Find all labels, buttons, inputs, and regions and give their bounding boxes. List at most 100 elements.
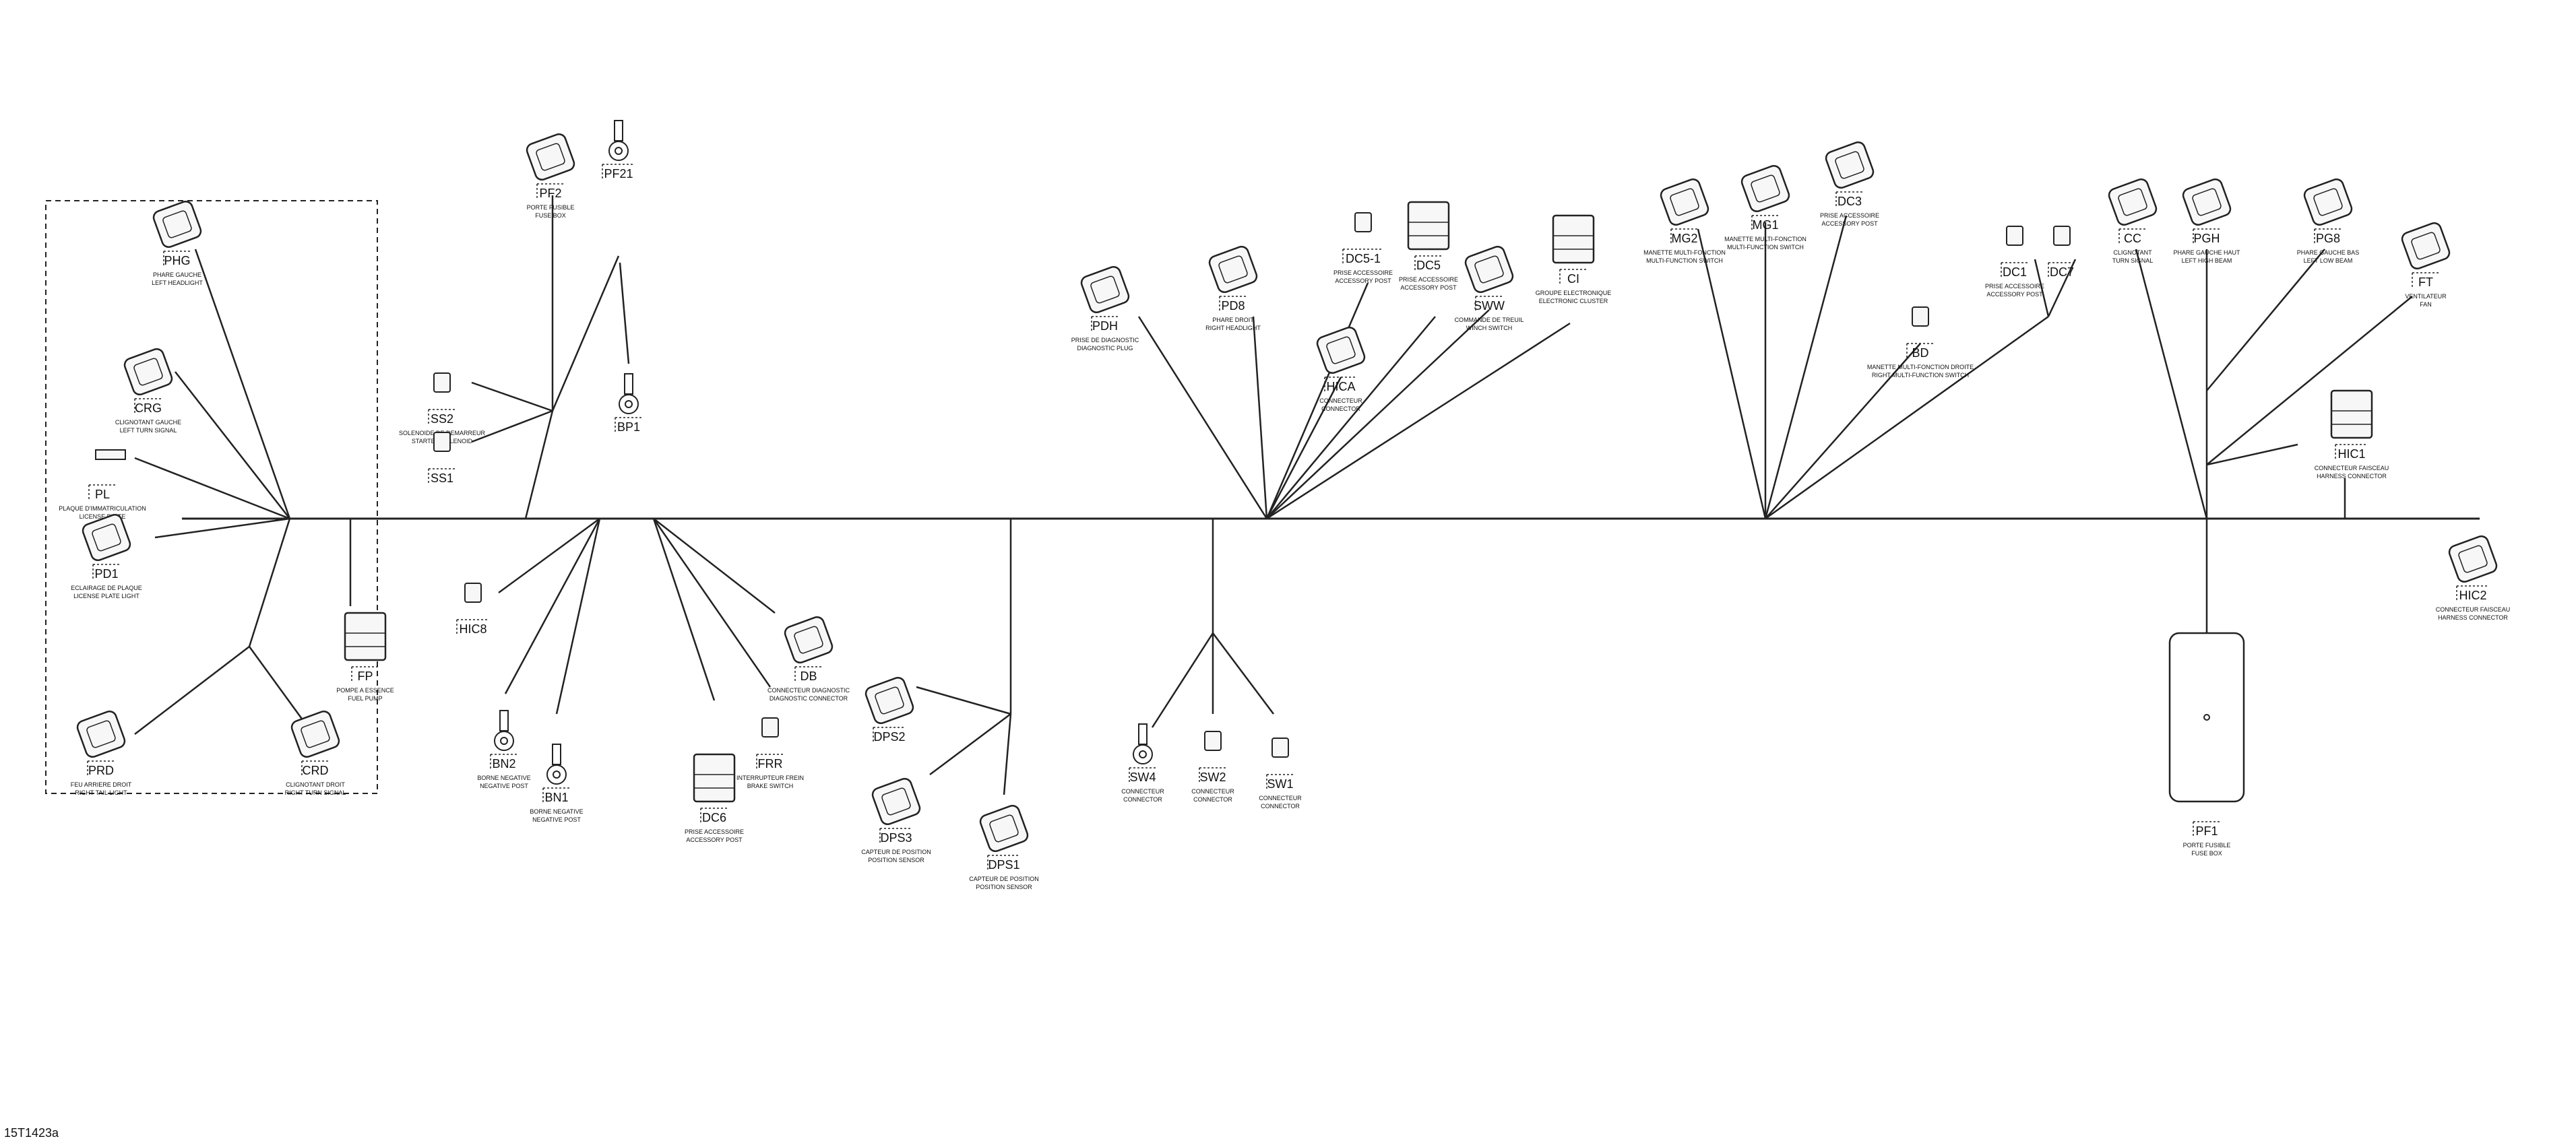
rear-section-outline bbox=[45, 200, 378, 794]
plug-connector-icon bbox=[979, 804, 1029, 853]
connector-id: SS1 bbox=[431, 471, 453, 485]
connector-id: HICA bbox=[1326, 380, 1355, 393]
plug-connector-icon bbox=[1740, 164, 1790, 213]
plug-connector-icon bbox=[152, 200, 202, 249]
connector-id: BN1 bbox=[544, 791, 568, 804]
connector-description: BORNE NEGATIVE bbox=[477, 775, 530, 781]
connector-description: PHARE GAUCHE BAS bbox=[2297, 249, 2360, 256]
connector-id: BP1 bbox=[617, 420, 640, 434]
connector-id: DC1 bbox=[2003, 265, 2027, 279]
connector-description: RIGHT TURN SIGNAL bbox=[285, 789, 346, 796]
connector-id: DPS2 bbox=[873, 730, 905, 744]
plug-connector-icon bbox=[1464, 245, 1514, 294]
plug-connector-icon bbox=[1825, 141, 1875, 189]
connector-id: MG2 bbox=[1671, 232, 1697, 245]
connector-id: PD8 bbox=[1221, 299, 1245, 313]
connector-description: LICENSE PLATE bbox=[80, 513, 126, 520]
plug-connector-icon bbox=[2108, 178, 2158, 226]
connector-description: PRISE DE DIAGNOSTIC bbox=[1071, 337, 1139, 344]
connector-id: DC3 bbox=[1837, 195, 1862, 208]
small-connector-icon bbox=[2006, 226, 2023, 246]
connector-id: DPS1 bbox=[988, 858, 1019, 872]
connector-dc7: DC7 bbox=[2048, 226, 2075, 279]
connector-description: CAPTEUR DE POSITION bbox=[969, 876, 1039, 882]
plug-connector-icon bbox=[290, 710, 340, 758]
connector-description: POSITION SENSOR bbox=[868, 857, 924, 863]
block-connector-icon bbox=[2330, 389, 2373, 439]
connector-description: WINCH SWITCH bbox=[1466, 325, 1513, 331]
small-connector-icon bbox=[433, 372, 451, 393]
connector-id: DC6 bbox=[702, 811, 726, 824]
connector-description: MANETTE MULTI-FONCTION bbox=[1724, 236, 1807, 242]
connector-description: FAN bbox=[2420, 301, 2432, 308]
connector-id: SW1 bbox=[1267, 777, 1293, 791]
connector-description: CONNECTEUR bbox=[1319, 397, 1362, 404]
connector-description: CONNECTOR bbox=[1321, 405, 1360, 412]
connector-description: CONNECTEUR FAISCEAU bbox=[2315, 465, 2389, 471]
connector-description: RIGHT TAIL LIGHT bbox=[75, 789, 127, 796]
connector-id: HIC1 bbox=[2337, 447, 2365, 461]
connector-description: PRISE ACCESSOIRE bbox=[685, 828, 744, 835]
block-connector-icon bbox=[693, 753, 736, 803]
connector-id: HIC8 bbox=[459, 622, 486, 636]
connector-description: ACCESSORY POST bbox=[1335, 277, 1391, 284]
connector-description: CAPTEUR DE POSITION bbox=[861, 849, 931, 855]
connector-id: CI bbox=[1567, 272, 1579, 286]
connector-description: LEFT LOW BEAM bbox=[2304, 257, 2353, 264]
plug-connector-icon bbox=[865, 676, 914, 725]
connector-id: BD bbox=[1912, 346, 1928, 360]
plug-connector-icon bbox=[123, 348, 173, 396]
connector-id: PF1 bbox=[2195, 824, 2218, 838]
connector-id: PD1 bbox=[94, 567, 118, 581]
connector-description: ACCESSORY POST bbox=[1986, 291, 2043, 298]
connector-id: CRG bbox=[135, 401, 162, 415]
connector-id: PGH bbox=[2193, 232, 2220, 245]
branch-lines bbox=[134, 195, 2413, 795]
block-connector-icon bbox=[1407, 201, 1450, 251]
plug-connector-icon bbox=[1660, 178, 1709, 226]
small-connector-icon bbox=[1271, 738, 1289, 758]
connector-description: CONNECTEUR bbox=[1121, 788, 1164, 795]
connector-description: INTERRUPTEUR FREIN bbox=[736, 775, 804, 781]
small-connector-icon bbox=[761, 717, 779, 738]
connector-description: MULTI-FUNCTION SWITCH bbox=[1646, 257, 1723, 264]
connector-description: ACCESSORY POST bbox=[686, 837, 743, 843]
plug-connector-icon bbox=[2401, 222, 2451, 270]
connector-id: CC bbox=[2124, 232, 2141, 245]
connector-description: PRISE ACCESSOIRE bbox=[1820, 212, 1879, 219]
connector-description: MANETTE MULTI-FONCTION DROITE bbox=[1867, 364, 1974, 370]
small-connector-icon bbox=[1354, 212, 1372, 232]
connector-description: PHARE GAUCHE bbox=[153, 271, 201, 278]
connector-id: PRD bbox=[88, 764, 114, 777]
small-connector-icon bbox=[2053, 226, 2071, 246]
connector-description: VENTILATEUR bbox=[2405, 293, 2447, 300]
connector-description: NEGATIVE POST bbox=[480, 783, 528, 789]
connector-description: LEFT HIGH BEAM bbox=[2182, 257, 2232, 264]
connector-id: PDH bbox=[1092, 319, 1118, 333]
connector-description: COMMANDE DE TREUIL bbox=[1455, 317, 1524, 323]
